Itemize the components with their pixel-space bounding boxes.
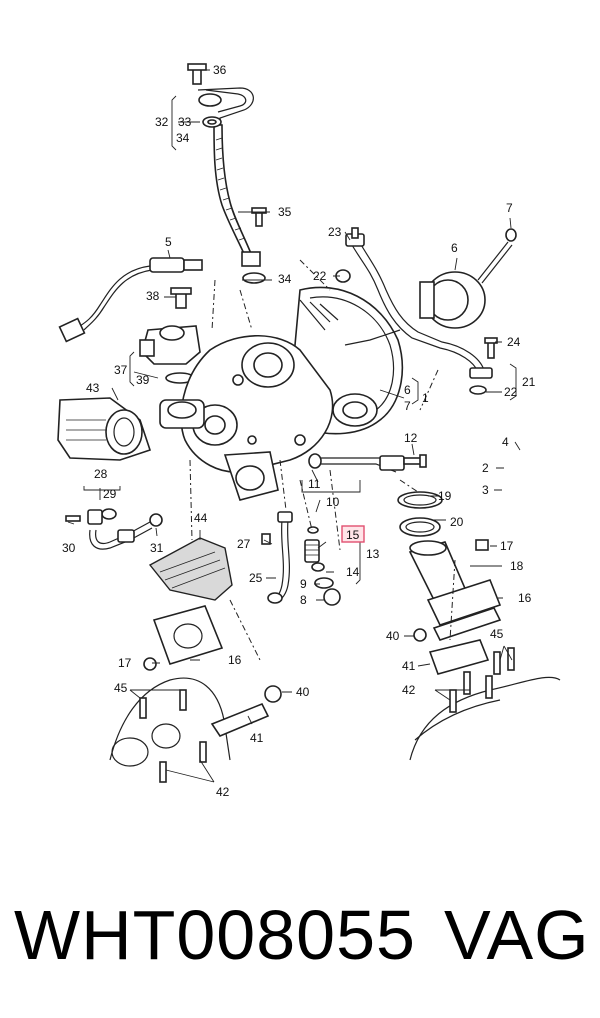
callout-34b: 34: [278, 272, 292, 286]
manifold-left: [109, 677, 282, 783]
callout-2: 2: [482, 461, 489, 475]
callout-28: 28: [94, 467, 108, 481]
manifold-right: [409, 628, 561, 761]
leader-lines: [67, 69, 521, 783]
callout-45b: 45: [114, 681, 128, 695]
callout-15: 15: [346, 528, 360, 542]
callout-41b: 41: [250, 731, 264, 745]
callout-9: 9: [300, 577, 307, 591]
callout-31: 31: [150, 541, 164, 555]
callout-22a: 22: [313, 269, 327, 283]
callout-42b: 42: [216, 785, 230, 799]
callout-17b: 17: [118, 656, 132, 670]
callout-18: 18: [510, 559, 524, 573]
coolant-union: [139, 287, 201, 384]
callout-40b: 40: [296, 685, 310, 699]
callout-20: 20: [450, 515, 464, 529]
callout-39: 39: [136, 373, 150, 387]
callout-3: 3: [482, 483, 489, 497]
callout-33: 33: [178, 115, 192, 129]
callout-32: 32: [155, 115, 169, 129]
callout-22b: 22: [504, 385, 518, 399]
inlet-pipe: [57, 397, 152, 461]
callout-7b: 7: [404, 399, 411, 413]
exploded-parts-diagram: 36 33 32 34 35 34 5 38 37 39 43 23 22 7 …: [57, 63, 561, 799]
vacuum-lines: [261, 511, 341, 606]
callout-36: 36: [213, 63, 227, 77]
callout-11: 11: [308, 477, 321, 491]
callout-34a: 34: [176, 131, 190, 145]
callout-30: 30: [62, 541, 76, 555]
callout-24: 24: [507, 335, 521, 349]
brand-name: VAG: [444, 896, 590, 974]
oil-line-left: [65, 508, 163, 550]
callout-35: 35: [278, 205, 292, 219]
callout-10: 10: [326, 495, 340, 509]
callout-41a: 41: [402, 659, 416, 673]
callout-27: 27: [237, 537, 251, 551]
callout-6b: 6: [404, 383, 411, 397]
callout-12: 12: [404, 431, 418, 445]
assembly-guides: [189, 259, 456, 661]
sensor-assembly: [58, 257, 203, 343]
callout-16a: 16: [518, 591, 532, 605]
oil-feed-line: [187, 63, 267, 284]
coolant-line: [335, 227, 498, 395]
callout-6a: 6: [451, 241, 458, 255]
callout-37: 37: [114, 363, 128, 377]
callout-21: 21: [522, 375, 536, 389]
callout-13: 13: [366, 547, 380, 561]
callout-19: 19: [438, 489, 452, 503]
part-number: WHT008055: [14, 896, 416, 974]
callout-38: 38: [146, 289, 160, 303]
callout-5: 5: [165, 235, 172, 249]
callout-44: 44: [194, 511, 208, 525]
callout-43: 43: [86, 381, 100, 395]
callout-4: 4: [502, 435, 509, 449]
callout-17a: 17: [500, 539, 514, 553]
callout-29: 29: [103, 487, 117, 501]
highlight-box-15: [341, 525, 365, 543]
callout-40a: 40: [386, 629, 400, 643]
wastegate-actuator: [344, 228, 517, 346]
turbocharger-body: [159, 286, 404, 501]
callout-42a: 42: [402, 683, 416, 697]
callout-25: 25: [249, 571, 263, 585]
oil-return-line: [308, 453, 427, 473]
gasket-left: [143, 605, 224, 671]
callout-7a: 7: [506, 201, 513, 215]
caption-bar: WHT008055 VAG: [0, 890, 600, 980]
callout-8: 8: [300, 593, 307, 607]
callout-45a: 45: [490, 627, 504, 641]
callout-23: 23: [328, 225, 342, 239]
callout-1: 1: [422, 391, 429, 405]
callout-14: 14: [346, 565, 360, 579]
callout-labels: 36 33 32 34 35 34 5 38 37 39 43 23 22 7 …: [62, 63, 536, 799]
callout-16b: 16: [228, 653, 242, 667]
